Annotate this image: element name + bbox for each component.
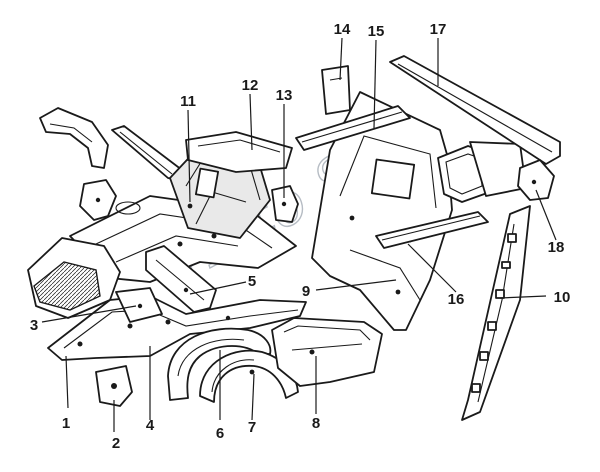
upper-cross-member-15 <box>295 105 411 151</box>
callout-1: 1 <box>62 415 70 432</box>
callout-12: 12 <box>242 77 259 94</box>
sill-bracket-3 <box>115 287 163 323</box>
front-wheelhouse <box>27 237 121 319</box>
lower-cross-member-16 <box>375 211 489 249</box>
callout-4: 4 <box>146 417 155 434</box>
rear-wheel-arch-outer <box>199 349 299 403</box>
callout-13: 13 <box>276 87 293 104</box>
side-panel-10 <box>461 205 531 421</box>
callout-7: 7 <box>248 419 256 436</box>
roof-rail-17 <box>389 55 561 165</box>
callout-15: 15 <box>368 23 385 40</box>
trunk-floor-pan <box>271 317 383 387</box>
parcel-tray <box>185 131 293 173</box>
small-bracket-13 <box>271 185 299 223</box>
callout-8: 8 <box>312 415 320 432</box>
small-bracket-2 <box>95 365 133 407</box>
callout-6: 6 <box>216 425 224 442</box>
callout-14: 14 <box>334 21 351 38</box>
callout-5: 5 <box>248 273 256 290</box>
callout-18: 18 <box>548 239 565 256</box>
upper-rail-piece <box>111 125 183 181</box>
callout-10: 10 <box>554 289 571 306</box>
rear-bulkhead-panel <box>311 91 453 331</box>
callout-16-17: 17 <box>430 21 447 38</box>
callout-2: 2 <box>112 435 120 452</box>
callout-9: 9 <box>302 283 310 300</box>
small-bracket-piece <box>79 179 117 221</box>
corner-bracket-18 <box>517 159 555 201</box>
front-rail-5 <box>145 245 217 313</box>
callout-16: 16 <box>448 291 465 308</box>
front-arch-piece <box>39 107 109 169</box>
callout-11: 11 <box>180 93 196 110</box>
callout-labels: 1 2 3 4 5 6 7 8 9 10 11 12 13 14 15 17 1… <box>30 21 571 452</box>
leader-lines <box>41 37 557 432</box>
cover-plate-14 <box>321 65 351 115</box>
callout-3: 3 <box>30 317 38 334</box>
